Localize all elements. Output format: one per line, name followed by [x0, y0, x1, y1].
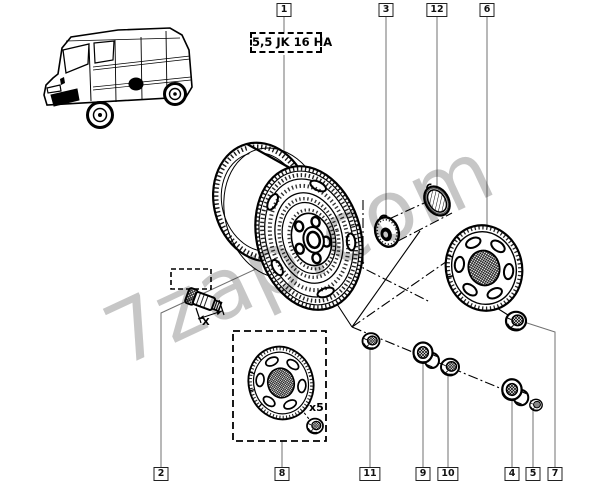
callout-3[interactable]: 3 [378, 3, 394, 17]
callout-9[interactable]: 9 [415, 467, 431, 481]
callout-leader-lines [160, 17, 556, 468]
callout-10[interactable]: 10 [437, 467, 459, 481]
trim-kit-box [232, 330, 327, 442]
washer-5-drawing [528, 398, 544, 412]
valve-drawing [170, 268, 225, 324]
callout-12[interactable]: 12 [426, 3, 448, 17]
nut-7-drawing [504, 310, 528, 332]
callout-8[interactable]: 8 [274, 467, 290, 481]
dimension-label: X [202, 317, 210, 328]
bolt-4-drawing [500, 377, 530, 407]
rim-size-label: 5,5 JK 16 HA [250, 32, 332, 53]
hub-cap-drawing [373, 214, 401, 248]
wheel-trim-drawing [435, 215, 533, 321]
callout-7[interactable]: 7 [547, 467, 563, 481]
callout-11[interactable]: 11 [359, 467, 381, 481]
callout-1[interactable]: 1 [276, 3, 292, 17]
callout-2[interactable]: 2 [153, 467, 169, 481]
quantity-label: x5 [309, 401, 324, 414]
callout-5[interactable]: 5 [525, 467, 541, 481]
wheel-rim-drawing [212, 141, 364, 311]
bolt-9-drawing [412, 341, 441, 370]
nut-11-drawing [361, 331, 381, 351]
van-illustration [43, 27, 193, 129]
nut-10-drawing [439, 357, 461, 377]
dimension-marks [195, 299, 225, 324]
callout-4[interactable]: 4 [504, 467, 520, 481]
hub-cover-drawing [423, 183, 451, 217]
callout-6[interactable]: 6 [479, 3, 495, 17]
